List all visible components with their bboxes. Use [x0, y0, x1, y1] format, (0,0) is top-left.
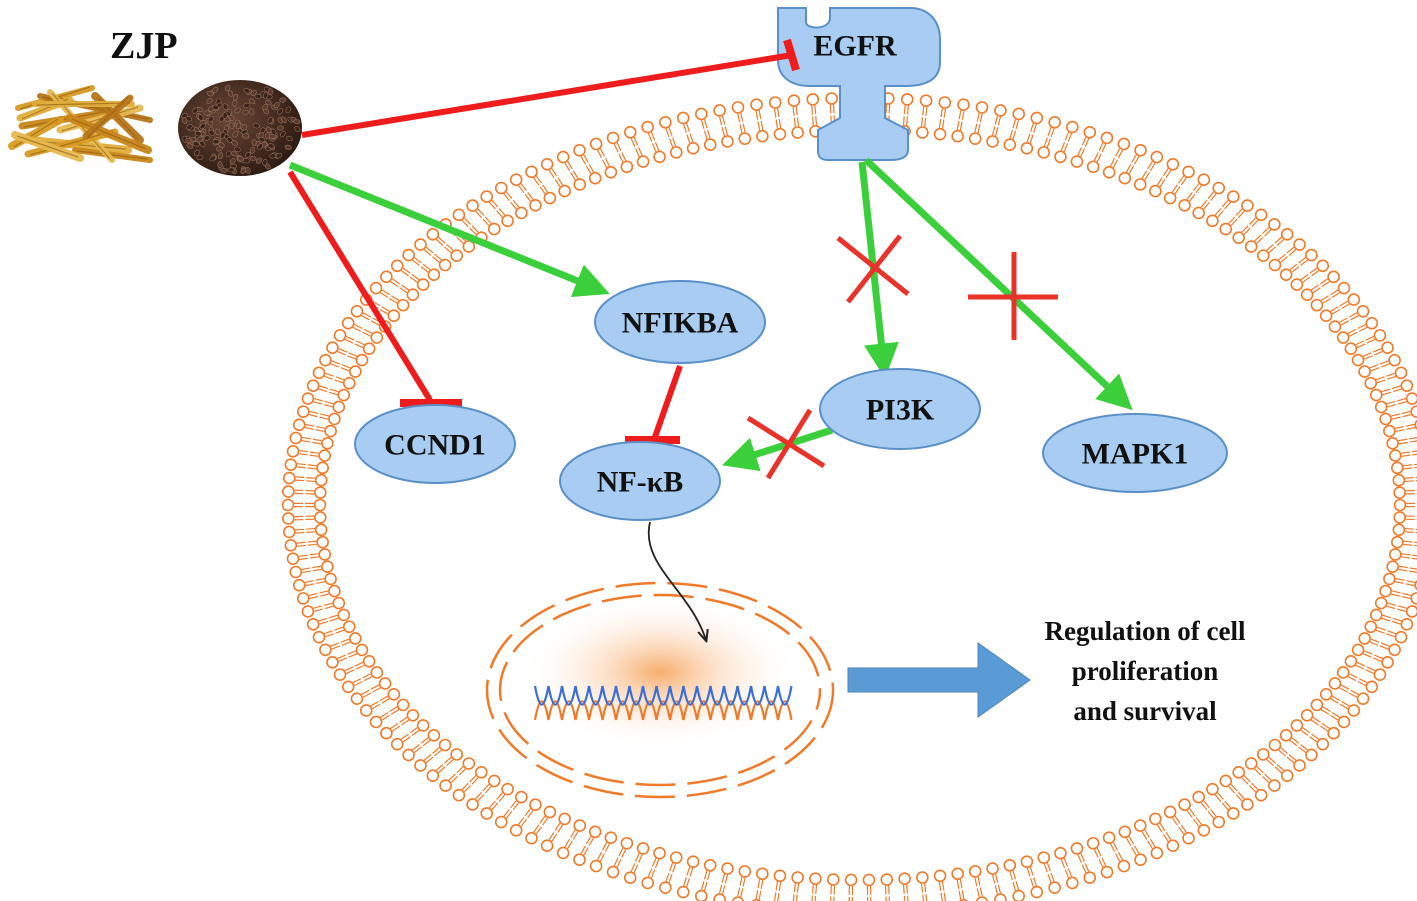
- node-label: NF-κB: [597, 466, 684, 499]
- block-mark-egfr-mapk1: [968, 252, 1058, 340]
- egfr-to-mapk1: [863, 157, 1133, 411]
- node-nfkb: NF-κB: [559, 441, 721, 521]
- outcome-line-3: and survival: [1073, 696, 1217, 726]
- cell-membrane: [281, 91, 1417, 901]
- node-label: MAPK1: [1082, 438, 1189, 471]
- zjp-activates-nfikba: [288, 161, 610, 298]
- egfr-inhibition-bar: [783, 38, 800, 72]
- title-zjp: ZJP: [110, 25, 178, 67]
- block-mark-pi3k-nfkb: [746, 408, 826, 480]
- nucleus-icon: [485, 581, 835, 799]
- zjp-inhibits-ccnd1: [287, 170, 433, 402]
- outcome-arrow: [847, 642, 1031, 718]
- outcome-line-2: proliferation: [1072, 656, 1218, 686]
- nfikba-inhibits-nfkb: [652, 365, 683, 438]
- seed-pile-icon: [178, 80, 302, 176]
- node-mapk1: MAPK1: [1042, 413, 1228, 493]
- egfr-label: EGFR: [813, 30, 897, 63]
- zjp-inhibits-egfr: [301, 52, 793, 138]
- block-marks: [746, 234, 1058, 480]
- outcome-text: Regulation of cell proliferation and sur…: [1045, 616, 1246, 726]
- node-label: NFIKBA: [622, 307, 739, 340]
- outcome-line-1: Regulation of cell: [1045, 616, 1246, 646]
- egfr-receptor-icon: [777, 7, 941, 161]
- node-ccnd1: CCND1: [354, 404, 516, 484]
- dried-root-slices-icon: [8, 85, 153, 163]
- node-label: PI3K: [866, 394, 935, 427]
- nfkb-to-nucleus-arrow: [647, 521, 706, 640]
- node-label: CCND1: [384, 429, 486, 462]
- block-mark-egfr-pi3k: [836, 234, 910, 304]
- pi3k-to-nfkb: [721, 426, 834, 472]
- node-pi3k: PI3K: [819, 368, 981, 450]
- inhibition-edges: [287, 38, 800, 444]
- dna-helix-icon: [533, 685, 793, 721]
- node-nfikba: NFIKBA: [594, 280, 766, 364]
